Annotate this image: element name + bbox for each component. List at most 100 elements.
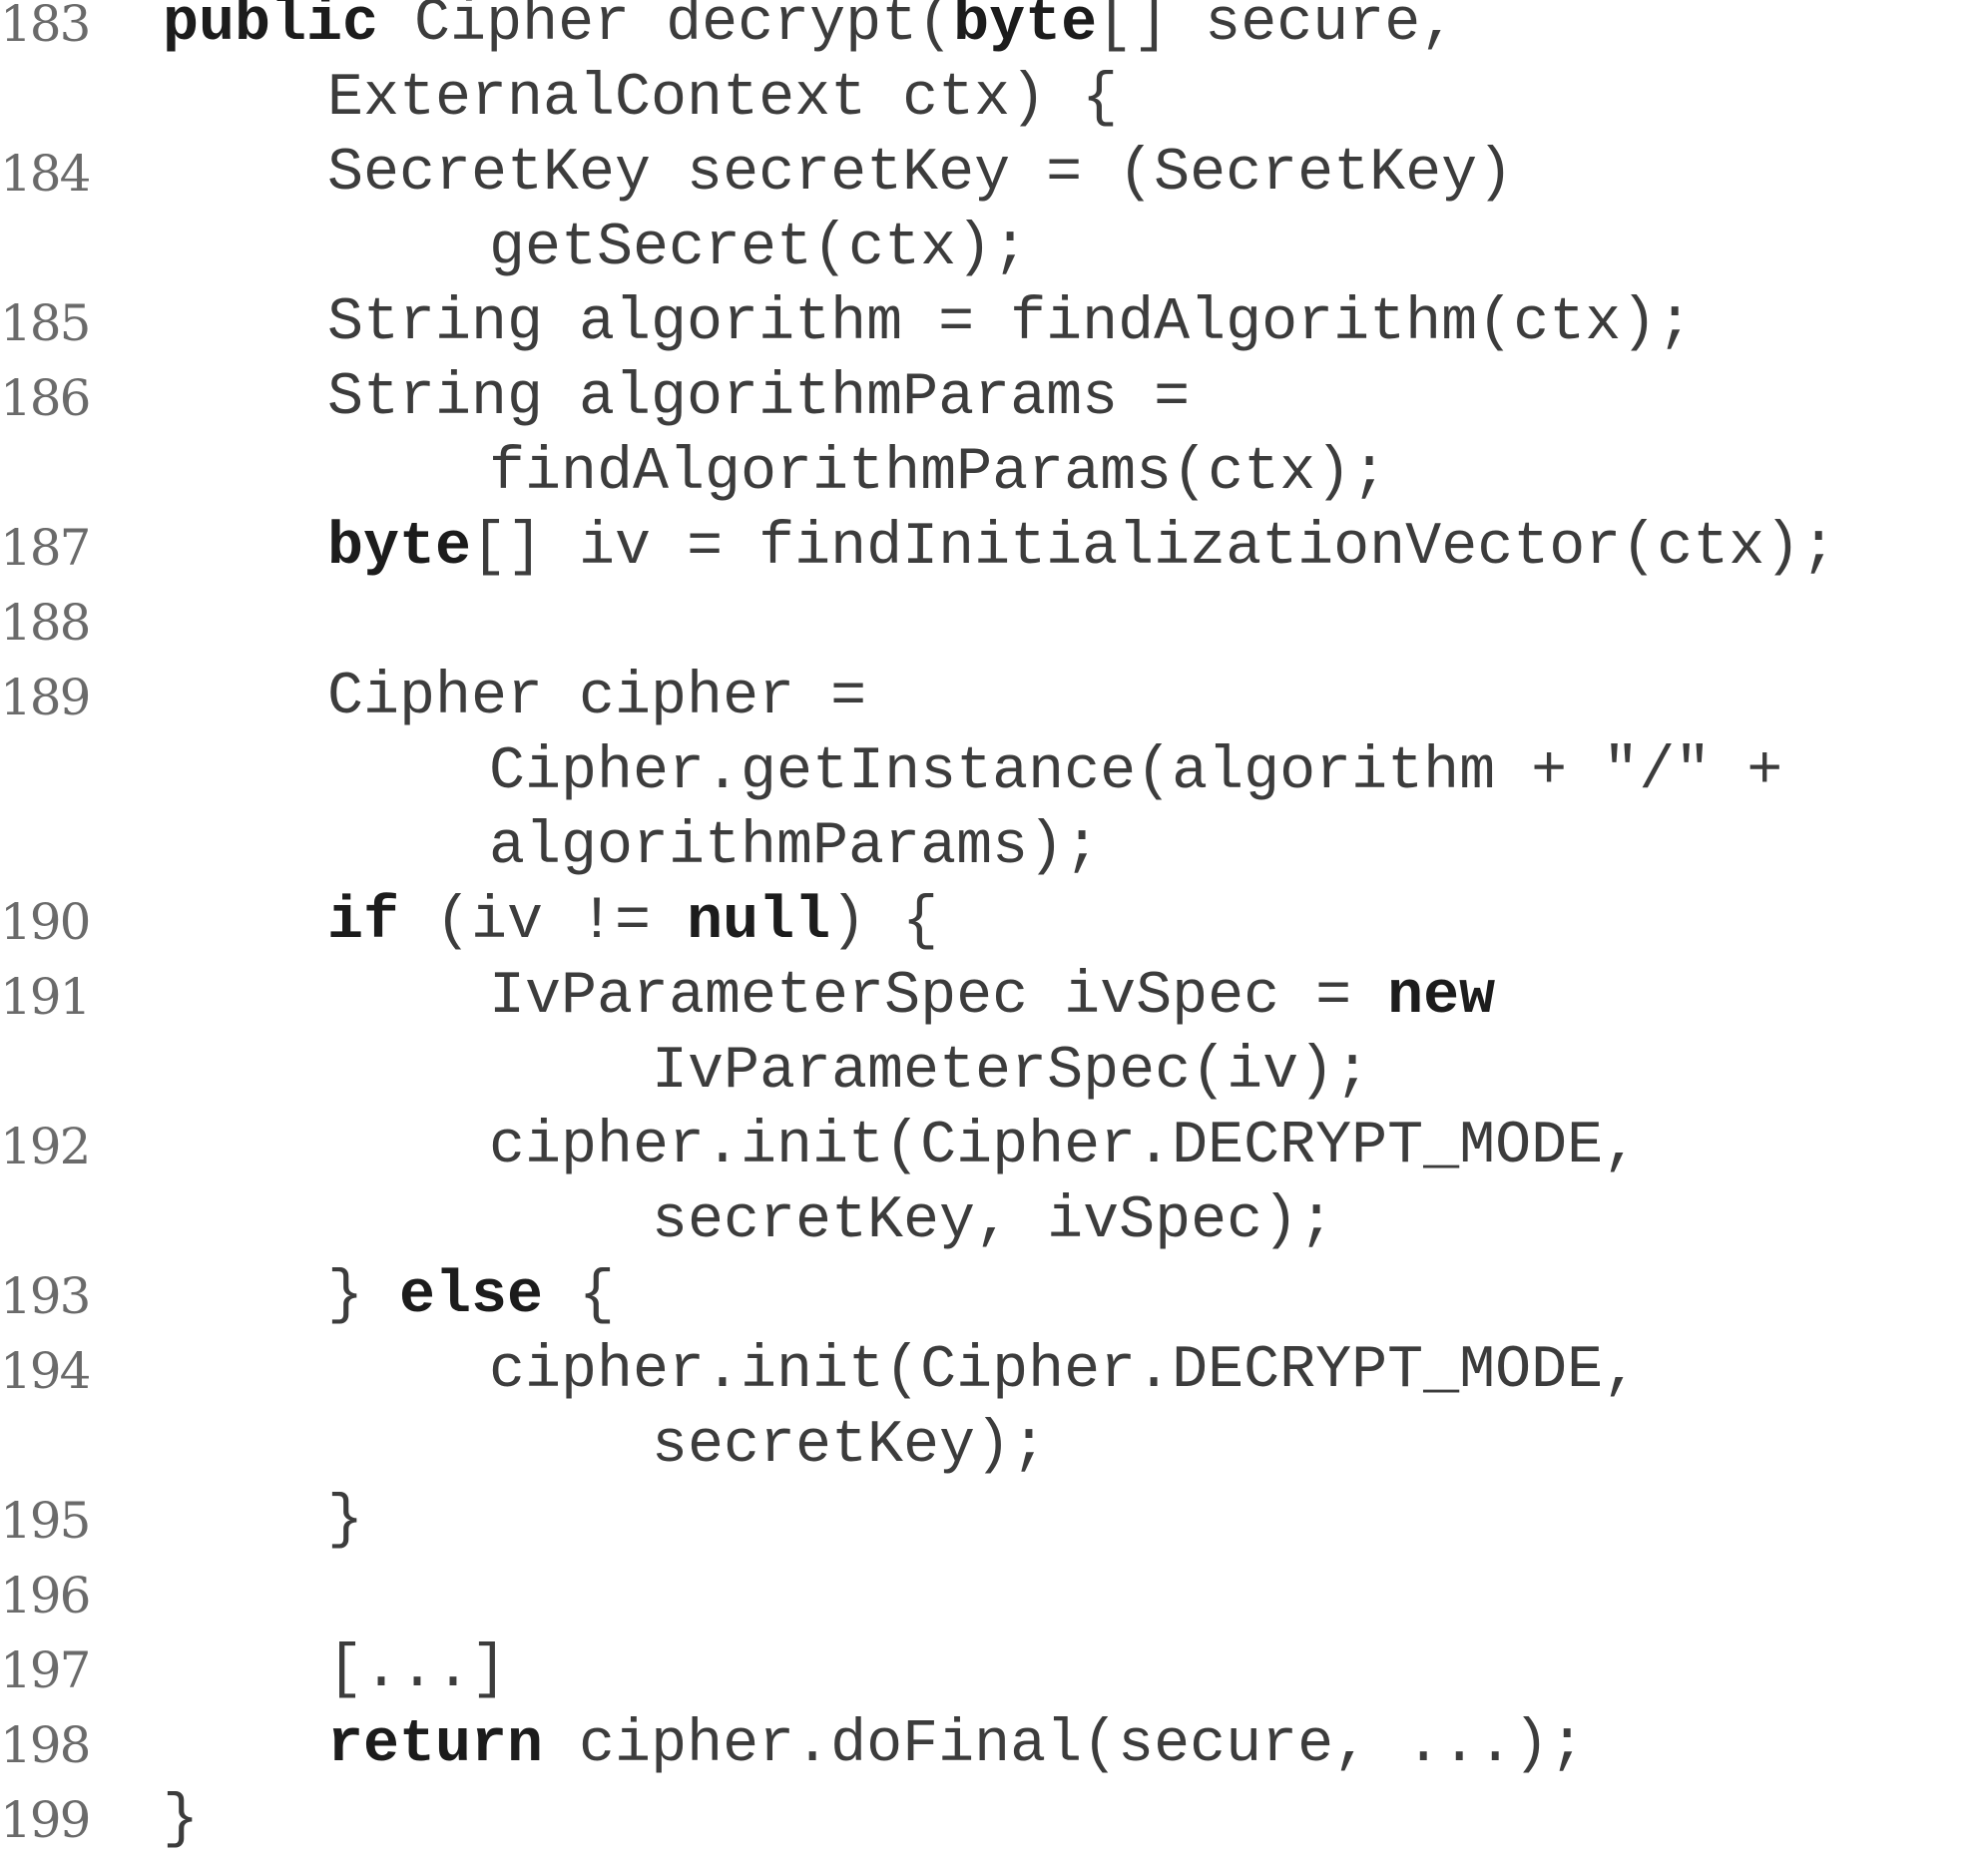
code-fragment: Cipher decrypt( (378, 0, 954, 58)
keyword: else (399, 1262, 544, 1330)
code-text: ExternalContext ctx) { (327, 62, 1118, 137)
code-text: getSecret(ctx); (489, 212, 1028, 286)
code-fragment: [] iv = findInitializationVector(ctx); (471, 514, 1837, 582)
code-text: cipher.init(Cipher.DECRYPT_MODE, (489, 1334, 1639, 1409)
code-fragment: cipher.doFinal(secure, ...); (543, 1711, 1586, 1779)
code-text: [...] (327, 1633, 507, 1708)
code-fragment: ) { (830, 888, 939, 956)
code-fragment: [...] (327, 1636, 508, 1704)
code-fragment: [] secure, (1097, 0, 1457, 58)
line-number: 196 (0, 1567, 91, 1625)
keyword: if (327, 888, 400, 956)
code-fragment: (iv != (399, 888, 688, 956)
code-fragment: secretKey); (652, 1412, 1048, 1480)
code-text: } else { (327, 1259, 615, 1334)
code-fragment: { (543, 1262, 616, 1330)
code-line-continuation: findAlgorithmParams(ctx); (0, 436, 1988, 511)
code-text: Cipher cipher = (327, 661, 866, 735)
keyword: return (327, 1711, 544, 1779)
code-text: IvParameterSpec(iv); (652, 1035, 1370, 1110)
line-number: 184 (0, 145, 91, 203)
code-line: 195 } (0, 1484, 1988, 1559)
code-line-continuation: secretKey, ivSpec); (0, 1184, 1988, 1259)
code-fragment: cipher.init(Cipher.DECRYPT_MODE, (489, 1337, 1640, 1405)
code-text: String algorithm = findAlgorithm(ctx); (327, 286, 1693, 361)
line-number: 192 (0, 1118, 91, 1175)
code-line-continuation: IvParameterSpec(iv); (0, 1035, 1988, 1110)
code-fragment: findAlgorithmParams(ctx); (489, 439, 1388, 507)
code-text: secretKey, ivSpec); (652, 1184, 1334, 1259)
code-fragment: IvParameterSpec ivSpec = (489, 963, 1388, 1031)
code-text: SecretKey secretKey = (SecretKey) (327, 137, 1513, 212)
line-number: 187 (0, 519, 91, 577)
code-text: findAlgorithmParams(ctx); (489, 436, 1387, 511)
line-number: 189 (0, 669, 91, 726)
line-number: 186 (0, 369, 91, 427)
code-fragment: } (163, 1786, 200, 1854)
code-text: } (327, 1484, 363, 1559)
code-line-continuation: algorithmParams); (0, 810, 1988, 885)
line-number: 185 (0, 294, 91, 352)
code-text: } (163, 1783, 199, 1858)
code-line: 184 SecretKey secretKey = (SecretKey) (0, 137, 1988, 212)
code-line-continuation: getSecret(ctx); (0, 212, 1988, 286)
code-line: 189 Cipher cipher = (0, 661, 1988, 735)
code-text: cipher.init(Cipher.DECRYPT_MODE, (489, 1110, 1639, 1184)
code-line: 190 if (iv != null) { (0, 885, 1988, 960)
code-fragment: SecretKey secretKey = (SecretKey) (327, 140, 1514, 208)
code-fragment: Cipher cipher = (327, 664, 867, 731)
code-text: IvParameterSpec ivSpec = new (489, 960, 1495, 1035)
code-fragment: } (327, 1262, 400, 1330)
code-line: 199 } (0, 1783, 1988, 1858)
keyword: byte (953, 0, 1098, 58)
keyword: byte (327, 514, 472, 582)
code-line-continuation: ExternalContext ctx) { (0, 62, 1988, 137)
code-line: 191 IvParameterSpec ivSpec = new (0, 960, 1988, 1035)
code-text: Cipher.getInstance(algorithm + "/" + (489, 735, 1782, 810)
line-number: 190 (0, 893, 91, 951)
code-text: return cipher.doFinal(secure, ...); (327, 1708, 1585, 1783)
line-number: 191 (0, 968, 91, 1026)
code-line: 197 [...] (0, 1633, 1988, 1708)
line-number: 198 (0, 1716, 91, 1774)
line-number: 183 (0, 0, 91, 53)
code-line-continuation: secretKey); (0, 1409, 1988, 1484)
code-text: byte[] iv = findInitializationVector(ctx… (327, 511, 1836, 586)
keyword: null (687, 888, 831, 956)
code-line: 193 } else { (0, 1259, 1988, 1334)
line-number: 193 (0, 1267, 91, 1325)
code-fragment: algorithmParams); (489, 813, 1101, 881)
code-line: 183 public Cipher decrypt(byte[] secure, (0, 0, 1988, 62)
code-text: secretKey); (652, 1409, 1047, 1484)
code-fragment: ExternalContext ctx) { (327, 65, 1119, 133)
code-fragment: cipher.init(Cipher.DECRYPT_MODE, (489, 1113, 1640, 1180)
code-fragment: secretKey, ivSpec); (652, 1187, 1335, 1255)
code-fragment: String algorithmParams = (327, 364, 1191, 432)
code-text: String algorithmParams = (327, 361, 1190, 436)
code-text: if (iv != null) { (327, 885, 938, 960)
code-fragment: } (327, 1487, 364, 1555)
code-line: 198 return cipher.doFinal(secure, ...); (0, 1708, 1988, 1783)
code-text: algorithmParams); (489, 810, 1100, 885)
code-text: public Cipher decrypt(byte[] secure, (163, 0, 1456, 62)
line-number: 194 (0, 1342, 91, 1400)
code-line: 192 cipher.init(Cipher.DECRYPT_MODE, (0, 1110, 1988, 1184)
code-fragment: getSecret(ctx); (489, 215, 1029, 282)
code-line-continuation: Cipher.getInstance(algorithm + "/" + (0, 735, 1988, 810)
code-fragment: IvParameterSpec(iv); (652, 1038, 1371, 1106)
code-line: 194 cipher.init(Cipher.DECRYPT_MODE, (0, 1334, 1988, 1409)
code-line-blank: 188 (0, 586, 1988, 661)
line-number: 195 (0, 1492, 91, 1550)
keyword: new (1387, 963, 1496, 1031)
code-line: 187 byte[] iv = findInitializationVector… (0, 511, 1988, 586)
code-line: 185 String algorithm = findAlgorithm(ctx… (0, 286, 1988, 361)
line-number: 188 (0, 594, 91, 652)
line-number: 197 (0, 1641, 91, 1699)
code-fragment: String algorithm = findAlgorithm(ctx); (327, 289, 1694, 357)
line-number: 199 (0, 1791, 91, 1849)
keyword: public (163, 0, 379, 58)
code-line-blank: 196 (0, 1559, 1988, 1633)
code-line: 186 String algorithmParams = (0, 361, 1988, 436)
code-fragment: Cipher.getInstance(algorithm + "/" + (489, 738, 1783, 806)
